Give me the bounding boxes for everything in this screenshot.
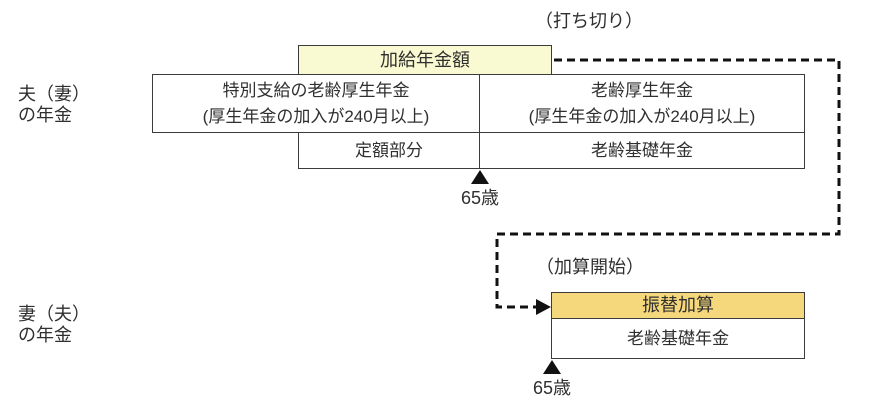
arrowhead-icon	[536, 299, 551, 315]
cutoff-note: （打ち切り）	[535, 11, 643, 31]
transfer-addition-box: 振替加算	[551, 292, 805, 319]
husband-side-label: 夫（妻） の年金	[18, 84, 90, 126]
wife-age-label: 65歳	[532, 378, 572, 398]
welfare-pension-condition: (厚生年金の加入が240月以上)	[528, 106, 756, 126]
welfare-pension-title: 老齢厚生年金	[591, 80, 693, 100]
wife-side-label-line2: の年金	[18, 325, 72, 345]
husband-age-marker-icon	[471, 170, 489, 184]
husband-basic-pension-cell: 老齢基礎年金	[479, 132, 805, 169]
husband-side-label-line2: の年金	[18, 105, 72, 125]
special-welfare-pension-cell: 特別支給の老齢厚生年金 (厚生年金の加入が240月以上)	[152, 74, 480, 133]
wife-side-label-line1: 妻（夫）	[18, 304, 90, 324]
special-welfare-pension-condition: (厚生年金の加入が240月以上)	[202, 106, 430, 126]
husband-side-label-line1: 夫（妻）	[18, 84, 90, 104]
welfare-pension-cell: 老齢厚生年金 (厚生年金の加入が240月以上)	[479, 74, 805, 133]
fixed-portion-cell: 定額部分	[298, 132, 480, 169]
dashed-arrow-path	[495, 58, 841, 309]
wife-age-marker-icon	[543, 360, 561, 374]
husband-age-label: 65歳	[460, 188, 500, 208]
addition-start-note: （加算開始）	[536, 257, 644, 277]
special-welfare-pension-title: 特別支給の老齢厚生年金	[222, 80, 410, 100]
wife-side-label: 妻（夫） の年金	[18, 304, 90, 346]
wife-basic-pension-cell: 老齢基礎年金	[551, 318, 805, 359]
additional-pension-amount-box: 加給年金額	[298, 45, 552, 75]
